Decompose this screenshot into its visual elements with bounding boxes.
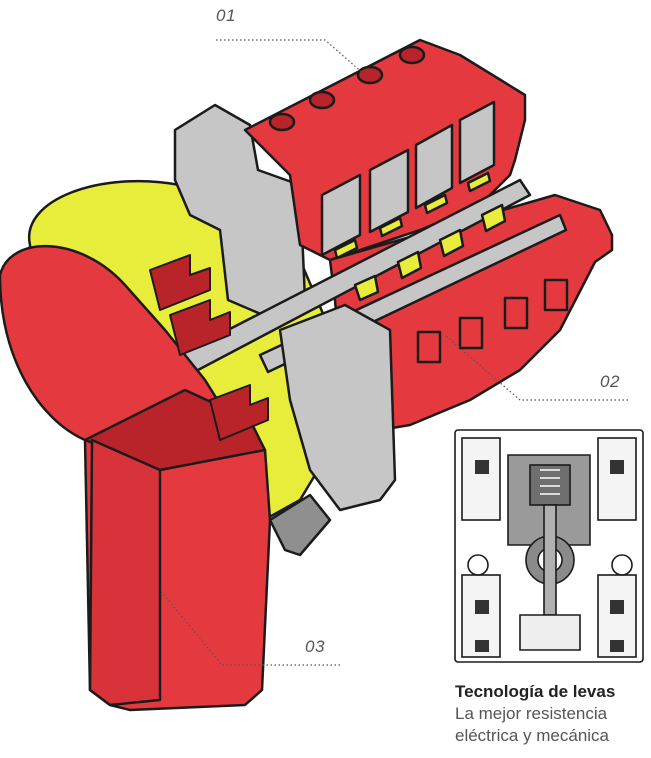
leader-line-01 (216, 39, 366, 76)
caption-title: Tecnología de levas (455, 682, 616, 701)
caption-line-1: La mejor resistencia (455, 704, 608, 723)
top-sockets (268, 45, 426, 132)
upper-contact-slots (320, 100, 496, 257)
callout-label-01: 01 (216, 6, 236, 25)
caption: Tecnología de levas La mejor resistencia… (455, 681, 645, 747)
leader-line-02 (444, 334, 628, 401)
callout-label-03: 03 (305, 637, 325, 656)
callout-label-02: 02 (600, 372, 620, 391)
handle-interior-pattern (149, 254, 269, 441)
middle-gray-block (278, 303, 397, 512)
yellow-cams (333, 171, 507, 302)
lower-gray-cone (268, 493, 332, 557)
lower-contact-windows (416, 278, 569, 364)
leader-lines (159, 39, 628, 666)
red-handle-face (88, 438, 162, 707)
mechanism-detail-drawing (454, 429, 644, 663)
caption-line-2: eléctrica y mecánica (455, 726, 610, 745)
